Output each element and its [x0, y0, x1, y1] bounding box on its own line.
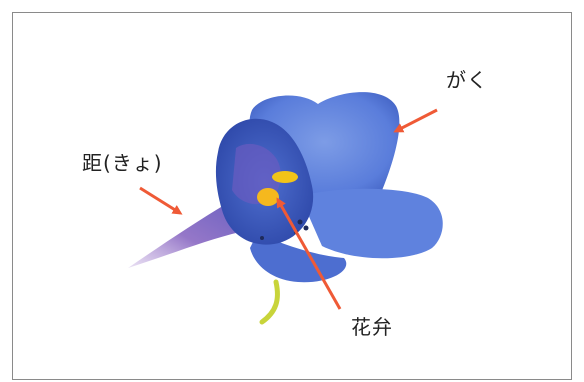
label-petal: 花弁: [351, 315, 393, 339]
label-sepal: がく: [446, 68, 488, 92]
label-spur: 距(きょ): [82, 151, 163, 175]
stem: [262, 282, 277, 322]
arrow-icon: [396, 110, 437, 131]
arrow-icon: [140, 188, 180, 213]
petal-upper: [272, 171, 298, 183]
petal-lower: [257, 188, 279, 206]
sepal-right: [300, 189, 443, 259]
